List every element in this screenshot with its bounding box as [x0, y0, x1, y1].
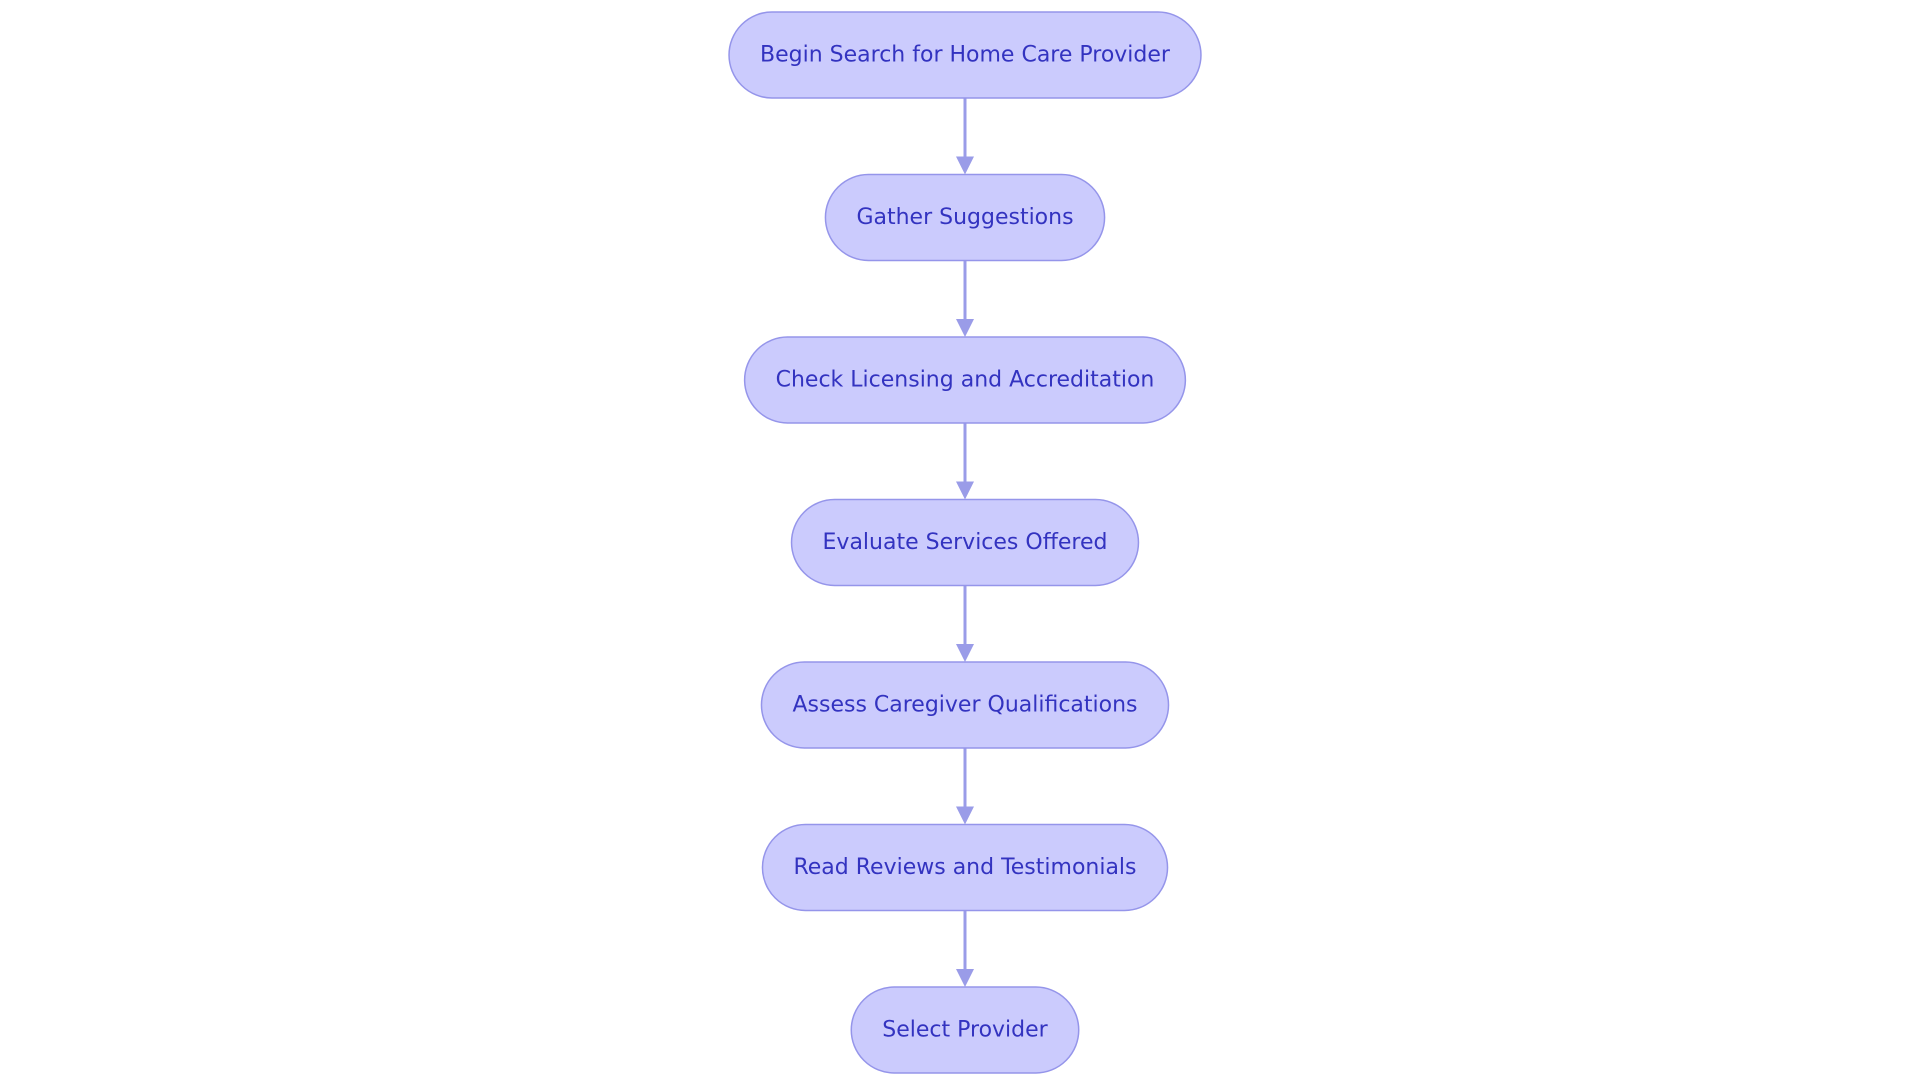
flow-edge-check-licensing-to-evaluate-services [956, 423, 974, 500]
flow-node-box [824, 173, 1106, 262]
flow-edge-read-reviews-to-select-provider [956, 910, 974, 987]
flow-node-evaluate-services: Evaluate Services Offered [790, 498, 1140, 587]
flow-node-label: Begin Search for Home Care Provider [760, 43, 1171, 68]
flow-node-select-provider: Select Provider [850, 986, 1080, 1074]
flow-node-label: Select Provider [882, 1018, 1048, 1043]
arrowhead-icon [956, 481, 974, 500]
flow-edge-begin-search-to-gather-suggestions [956, 98, 974, 175]
flow-edge-assess-caregiver-to-read-reviews [956, 748, 974, 825]
flow-edge-gather-suggestions-to-check-licensing [956, 260, 974, 337]
arrowhead-icon [956, 319, 974, 337]
flow-node-check-licensing: Check Licensing and Accreditation [743, 336, 1187, 424]
flow-node-box [850, 986, 1080, 1074]
arrowhead-icon [956, 969, 974, 987]
flow-node-assess-caregiver: Assess Caregiver Qualifications [760, 661, 1170, 749]
flow-node-box [743, 336, 1187, 424]
flow-node-label: Evaluate Services Offered [823, 530, 1108, 555]
flow-node-label: Read Reviews and Testimonials [793, 855, 1136, 880]
arrowhead-icon [956, 644, 974, 662]
edges-layer [956, 98, 974, 987]
flow-node-box [790, 498, 1140, 587]
arrowhead-icon [956, 156, 974, 175]
flow-node-gather-suggestions: Gather Suggestions [824, 173, 1106, 262]
nodes-layer: Begin Search for Home Care ProviderGathe… [728, 11, 1202, 1074]
flow-node-box [760, 661, 1170, 749]
flow-node-label: Assess Caregiver Qualifications [792, 693, 1137, 718]
flow-node-box [728, 11, 1202, 99]
flow-edge-evaluate-services-to-assess-caregiver [956, 585, 974, 662]
flow-node-read-reviews: Read Reviews and Testimonials [761, 823, 1169, 912]
flow-node-label: Check Licensing and Accreditation [776, 368, 1155, 393]
flow-node-box [761, 823, 1169, 912]
arrowhead-icon [956, 806, 974, 825]
flow-node-label: Gather Suggestions [856, 205, 1073, 230]
flow-node-begin-search: Begin Search for Home Care Provider [728, 11, 1202, 99]
